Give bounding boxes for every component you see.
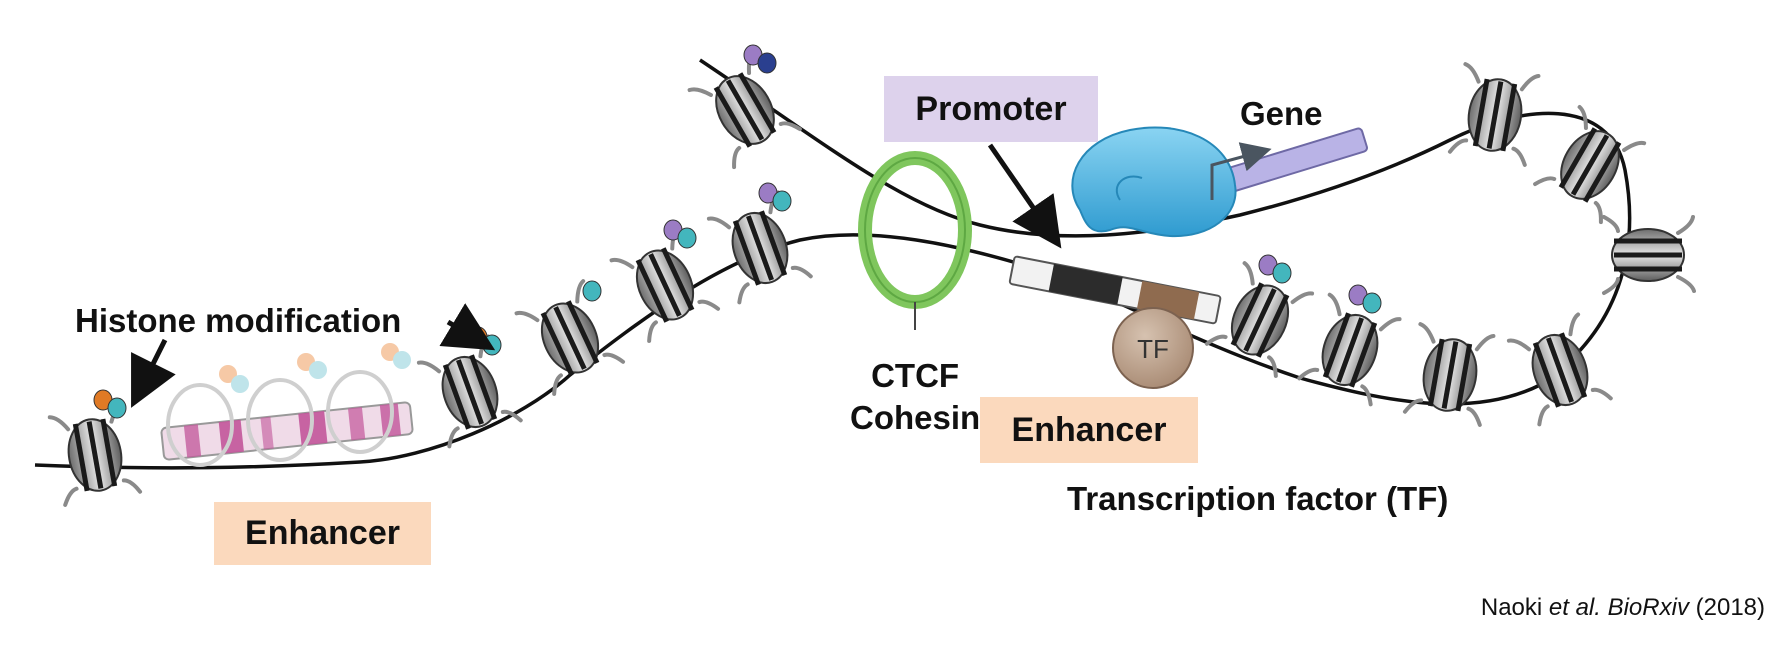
histone-mark-icon xyxy=(1362,292,1382,314)
enhancer-label-left: Enhancer xyxy=(214,502,431,565)
nucleosome-group xyxy=(47,44,1696,507)
citation-year: (2018) xyxy=(1695,594,1765,621)
nucleosome-icon xyxy=(1447,62,1541,167)
enhancer-region-left xyxy=(160,343,414,467)
nucleosome-icon xyxy=(1506,312,1613,427)
enhancer-element-right xyxy=(1008,255,1222,325)
polymerase-icon xyxy=(1071,126,1237,238)
nucleosome-icon xyxy=(47,401,143,507)
dna-strand xyxy=(34,58,1632,470)
nucleosome-icon xyxy=(1402,322,1496,427)
enhancer-label-right: Enhancer xyxy=(980,397,1198,463)
histone-mark-icon xyxy=(1272,262,1292,284)
nucleosome-icon xyxy=(687,50,802,170)
tf-protein-icon: TF xyxy=(1112,307,1194,389)
nucleosome-icon xyxy=(416,334,523,449)
gene-label: Gene xyxy=(1240,95,1323,132)
nucleosome-icon xyxy=(609,226,721,343)
histone-mark-icon xyxy=(107,397,127,419)
ctcf-label: CTCF xyxy=(871,357,960,394)
tf-label: TF xyxy=(1137,334,1169,364)
nucleosome-icon xyxy=(1602,215,1696,295)
nucleosome-icon xyxy=(1533,105,1647,225)
histone-mark-icon xyxy=(772,190,792,212)
histone-modification-label: Histone modification xyxy=(75,302,402,339)
citation: Naoki et al. BioRxiv (2018) xyxy=(1481,594,1765,622)
histone-mark-icon xyxy=(757,52,777,74)
citation-etal: et al. xyxy=(1548,594,1601,621)
citation-author: Naoki xyxy=(1480,594,1543,621)
nucleosome-icon xyxy=(706,190,813,305)
arrow-icon xyxy=(131,338,176,408)
promoter-label: Promoter xyxy=(884,76,1098,142)
ctcf-cohesin-ring-icon xyxy=(858,151,972,330)
ctcf-cohesin-label: CTCF Cohesin xyxy=(850,355,980,439)
histone-mark-icon xyxy=(482,334,502,356)
nucleosome-icon xyxy=(514,279,626,396)
transcription-factor-label: Transcription factor (TF) xyxy=(1067,480,1449,517)
transcription-start-arrow-icon xyxy=(1210,142,1272,200)
nucleosome-icon xyxy=(1204,261,1315,378)
arrow-icon xyxy=(439,303,496,351)
nucleosome-icon xyxy=(1297,292,1402,407)
arrow-icon xyxy=(987,143,1062,249)
cohesin-label: Cohesin xyxy=(850,399,981,436)
histone-mark-icon xyxy=(582,280,602,302)
histone-mark-icon xyxy=(677,227,697,249)
citation-journal: BioRxiv xyxy=(1607,594,1689,621)
